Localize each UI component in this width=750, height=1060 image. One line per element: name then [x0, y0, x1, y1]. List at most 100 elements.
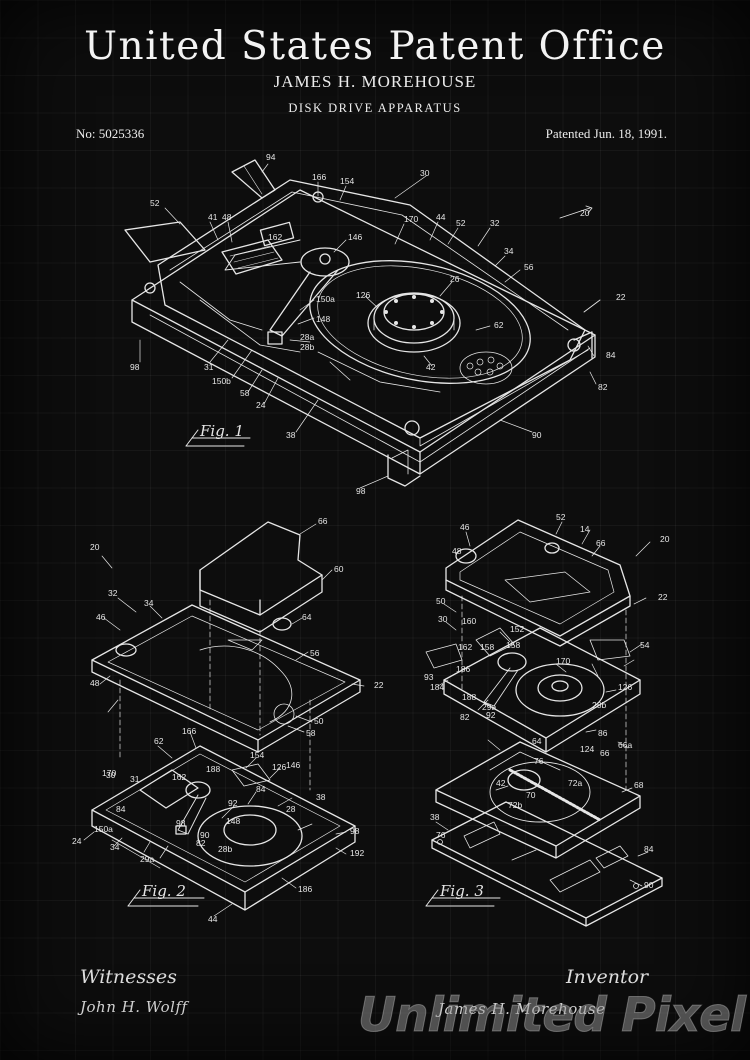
- fig1-ref-27: 58: [240, 388, 250, 398]
- fig2-ref-22: 84: [256, 784, 266, 794]
- fig3-ref-12: 152: [510, 624, 524, 634]
- fig2-ref-13: 166: [182, 726, 196, 736]
- fig1-ref-0: 94: [266, 152, 276, 162]
- fig2-ref-8: 48: [90, 678, 100, 688]
- fig2-ref-12: 62: [154, 736, 164, 746]
- fig2-ref-23: 148: [226, 816, 240, 826]
- figure-3-label: Fig. 3: [425, 882, 501, 907]
- fig3-ref-3: 66: [596, 538, 606, 548]
- fig1-ref-7: 162: [268, 232, 282, 242]
- witness-signature: John H. Wolff: [80, 998, 188, 1016]
- fig2-ref-34: 31: [130, 774, 140, 784]
- fig3-ref-10: 162: [458, 642, 472, 652]
- fig2-ref-25: 24: [72, 836, 82, 846]
- fig1-ref-10: 44: [436, 212, 446, 222]
- fig3-ref-20: 92: [486, 710, 496, 720]
- fig1-ref-29: 38: [286, 430, 296, 440]
- fig3-ref-21: 126: [618, 682, 632, 692]
- fig2-ref-6: 64: [302, 612, 312, 622]
- fig2-ref-31: 192: [350, 848, 364, 858]
- fig2-ref-20: 92: [228, 798, 238, 808]
- fig3-ref-36: 76: [436, 830, 446, 840]
- fig2-ref-4: 34: [144, 598, 154, 608]
- fig1-ref-26: 150b: [212, 376, 231, 386]
- fig1-ref-8: 146: [348, 232, 362, 242]
- page-title: United States Patent Office: [84, 24, 666, 69]
- fig3-ref-8: 30: [438, 614, 448, 624]
- fig3-ref-0: 46: [460, 522, 470, 532]
- fig2-ref-10: 50: [314, 716, 324, 726]
- fig1-ref-19: 150a: [316, 294, 335, 304]
- fig2-ref-32: 186: [298, 884, 312, 894]
- fig1-ref-1: 166: [312, 172, 326, 182]
- fig3-ref-14: 170: [556, 656, 570, 666]
- watermark-logo: Unlimited Pixel: [357, 988, 746, 1044]
- fig3-ref-1: 52: [556, 512, 566, 522]
- fig1-ref-17: 126: [356, 290, 370, 300]
- fig2-ref-17: 188: [206, 764, 220, 774]
- fig1-ref-25: 31: [204, 362, 214, 372]
- patent-number: No: 5025336: [76, 126, 145, 141]
- fig2-ref-24: 28: [286, 804, 296, 814]
- fig3-ref-7: 22: [658, 592, 668, 602]
- fig2-ref-1: 20: [90, 542, 100, 552]
- fig1-ref-9: 170: [404, 214, 418, 224]
- fig3-ref-13: 158: [506, 640, 520, 650]
- fig3-ref-35: 68: [634, 780, 644, 790]
- fig3-ref-32: 70: [526, 790, 536, 800]
- fig3-ref-31: 42: [496, 778, 506, 788]
- inventor-label: Inventor: [566, 966, 649, 988]
- fig2-ref-18: 146: [286, 760, 300, 770]
- patent-date: Patented Jun. 18, 1991.: [545, 126, 667, 141]
- fig2-ref-15: 30: [106, 770, 116, 780]
- fig2-ref-16: 162: [172, 772, 186, 782]
- fig2-ref-7: 56: [310, 648, 320, 658]
- fig3-ref-38: 90: [644, 880, 654, 890]
- fig3-ref-27: 66a: [618, 740, 632, 750]
- figure-2-label-text: Fig. 2: [141, 882, 186, 900]
- fig2-ref-0: 66: [318, 516, 328, 526]
- fig3-ref-33: 72b: [508, 800, 522, 810]
- fig3-ref-5: 48: [452, 546, 462, 556]
- fig1-ref-24: 98: [130, 362, 140, 372]
- fig3-ref-11: 158: [480, 642, 494, 652]
- figure-1-label: Fig. 1: [185, 422, 251, 447]
- fig1-ref-13: 20: [580, 208, 590, 218]
- fig3-ref-37: 84: [644, 844, 654, 854]
- fig2-ref-38: 90: [200, 830, 210, 840]
- fig1-ref-15: 56: [524, 262, 534, 272]
- figure-2-label: Fig. 2: [127, 882, 205, 907]
- fig3-ref-17: 184: [430, 682, 444, 692]
- fig2-ref-5: 46: [96, 612, 106, 622]
- fig1-ref-32: 82: [598, 382, 608, 392]
- invention-title: DISK DRIVE APPARATUS: [288, 101, 462, 115]
- fig1-ref-2: 154: [340, 176, 354, 186]
- fig2-ref-2: 60: [334, 564, 344, 574]
- fig3-ref-18: 188: [462, 692, 476, 702]
- figure-1-label-text: Fig. 1: [199, 422, 244, 440]
- inventor-name: JAMES H. MOREHOUSE: [273, 72, 477, 91]
- fig2-ref-11: 58: [306, 728, 316, 738]
- fig3-ref-24: 64: [532, 736, 542, 746]
- fig1-ref-34: 98: [356, 486, 366, 496]
- fig2-ref-27: 34: [110, 842, 120, 852]
- fig2-ref-29: 28b: [218, 844, 232, 854]
- fig3-ref-4: 20: [660, 534, 670, 544]
- fig2-ref-36: 84: [116, 804, 126, 814]
- fig1-ref-31: 84: [606, 350, 616, 360]
- fig1-ref-14: 34: [504, 246, 514, 256]
- figure-1-drawing: [124, 159, 601, 489]
- fig3-ref-22: 29a: [482, 702, 496, 712]
- fig3-ref-15: 54: [640, 640, 650, 650]
- fig1-ref-12: 32: [490, 218, 500, 228]
- fig1-ref-6: 48: [222, 212, 232, 222]
- fig2-ref-26: 150a: [94, 824, 113, 834]
- figure-3-label-text: Fig. 3: [439, 882, 484, 900]
- fig1-ref-33: 90: [532, 430, 542, 440]
- fig3-ref-23: 28b: [592, 700, 606, 710]
- fig3-ref-2: 14: [580, 524, 590, 534]
